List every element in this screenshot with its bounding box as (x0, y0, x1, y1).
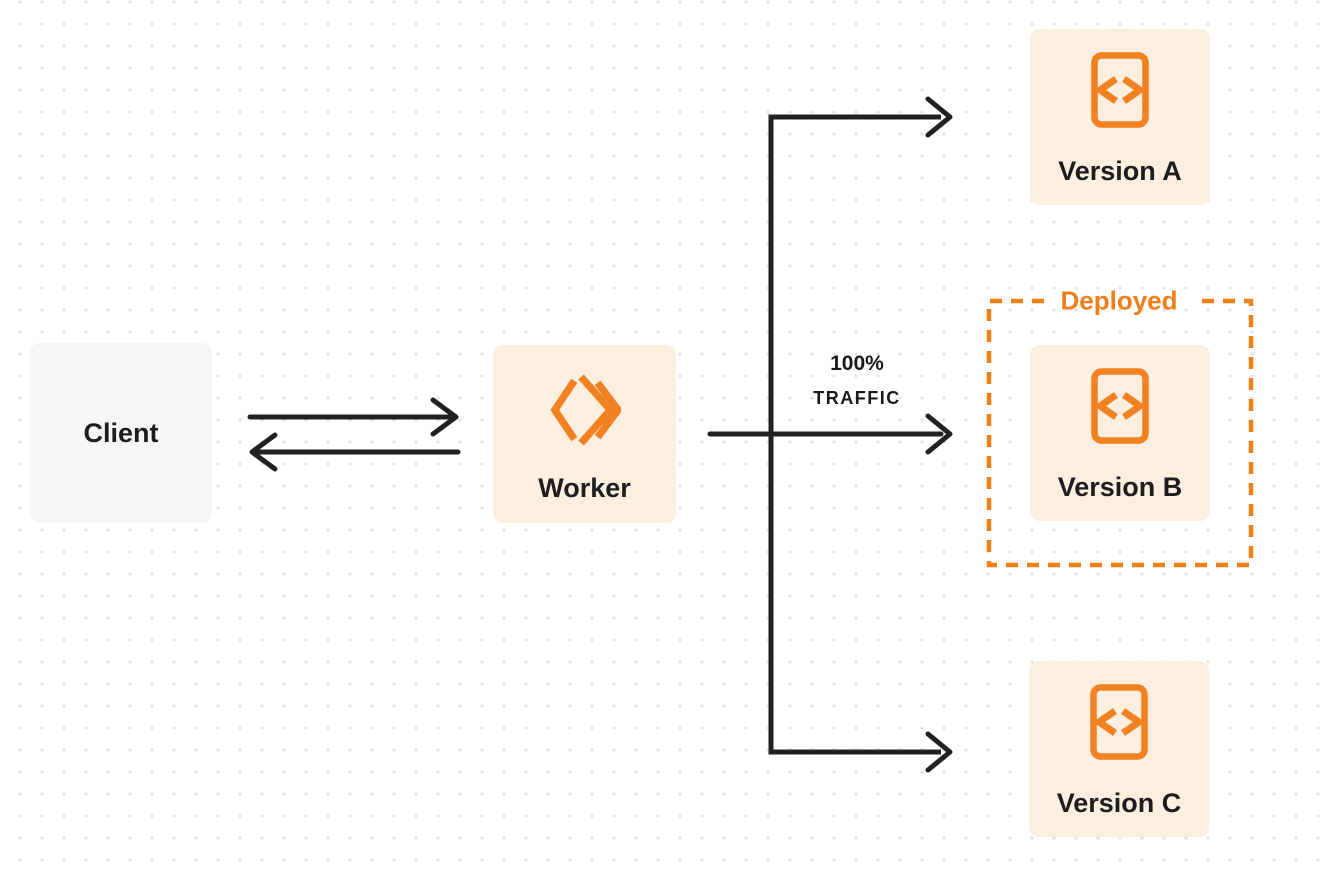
deployed-annotation: Deployed (1060, 285, 1178, 316)
client-label: Client (83, 417, 159, 448)
deployed-dashed-border (986, 298, 1254, 568)
workers-logo-icon (550, 374, 621, 446)
arrow-to-version-a (925, 96, 953, 138)
arrow-to-version-c (925, 731, 953, 773)
code-document-icon (1091, 368, 1149, 444)
node-version-a: Version A (1030, 29, 1210, 205)
worker-label: Worker (538, 473, 631, 503)
arrow-worker-to-client (249, 432, 461, 472)
traffic-annotation: 100% TRAFFIC (813, 347, 900, 415)
traffic-word-text: TRAFFIC (813, 388, 901, 408)
code-document-icon (1091, 52, 1149, 128)
code-document-icon (1090, 684, 1148, 760)
arrow-client-to-worker (247, 397, 459, 437)
traffic-percent-text: 100% (830, 352, 884, 375)
version-c-label: Version C (1056, 788, 1182, 818)
node-client: Client (30, 343, 212, 523)
version-a-label: Version A (1058, 156, 1182, 186)
arrow-to-version-b (707, 413, 953, 455)
node-version-c: Version C (1029, 661, 1209, 837)
version-b-label: Version B (1057, 472, 1183, 502)
node-worker: Worker (493, 345, 676, 523)
node-version-b: Version B (1030, 345, 1210, 521)
